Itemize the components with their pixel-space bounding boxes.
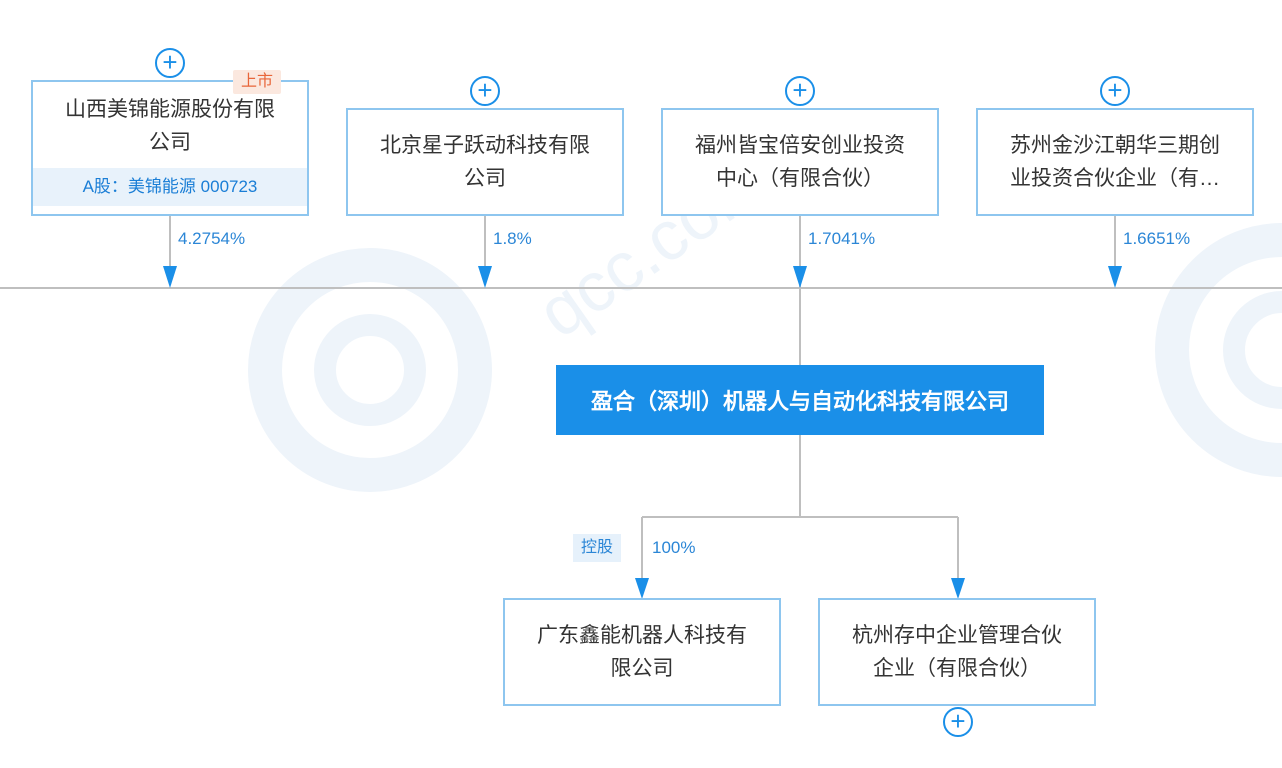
share-percent: 1.8%: [493, 229, 532, 248]
subsidiary-percent: 100%: [652, 538, 696, 557]
subsidiary-name: 广东鑫能机器人科技有限公司: [537, 624, 747, 680]
arrow-down-icon: [793, 266, 807, 288]
share-percent: 1.7041%: [808, 229, 876, 248]
subsidiary-card-1[interactable]: 广东鑫能机器人科技有限公司: [503, 598, 781, 706]
shareholder-card-3[interactable]: 福州皆宝倍安创业投资中心（有限合伙）: [661, 108, 939, 216]
arrow-down-icon: [1108, 266, 1122, 288]
stock-code-link[interactable]: A股：美锦能源 000723: [33, 168, 307, 206]
expand-plus-icon[interactable]: +: [943, 707, 973, 737]
share-percent: 1.6651%: [1123, 229, 1191, 248]
expand-plus-icon[interactable]: +: [155, 48, 185, 78]
expand-plus-icon[interactable]: +: [470, 76, 500, 106]
shareholder-card-4[interactable]: 苏州金沙江朝华三期创业投资合伙企业（有限合伙…: [976, 108, 1254, 216]
main-company-node[interactable]: 盈合（深圳）机器人与自动化科技有限公司: [556, 365, 1044, 435]
arrow-down-icon: [163, 266, 177, 288]
shareholder-name: 北京星子跃动科技有限公司: [380, 134, 590, 190]
arrow-down-icon: [635, 578, 649, 599]
listed-badge: 上市: [233, 70, 282, 94]
subsidiary-name: 杭州存中企业管理合伙企业（有限合伙）: [852, 624, 1062, 680]
shareholder-card-1[interactable]: 山西美锦能源股份有限公司 A股：美锦能源 000723: [31, 80, 309, 216]
arrow-down-icon: [478, 266, 492, 288]
expand-plus-icon[interactable]: +: [785, 76, 815, 106]
shareholder-name: 山西美锦能源股份有限公司: [65, 98, 275, 154]
shareholder-name: 苏州金沙江朝华三期创业投资合伙企业（有限合伙…: [1010, 134, 1220, 190]
arrow-down-icon: [951, 578, 965, 599]
expand-plus-icon[interactable]: +: [1100, 76, 1130, 106]
subsidiary-card-2[interactable]: 杭州存中企业管理合伙企业（有限合伙）: [818, 598, 1096, 706]
shareholder-card-2[interactable]: 北京星子跃动科技有限公司: [346, 108, 624, 216]
shareholder-name: 福州皆宝倍安创业投资中心（有限合伙）: [695, 134, 905, 190]
holding-tag: 控股: [573, 534, 622, 562]
share-percent: 4.2754%: [178, 229, 246, 248]
